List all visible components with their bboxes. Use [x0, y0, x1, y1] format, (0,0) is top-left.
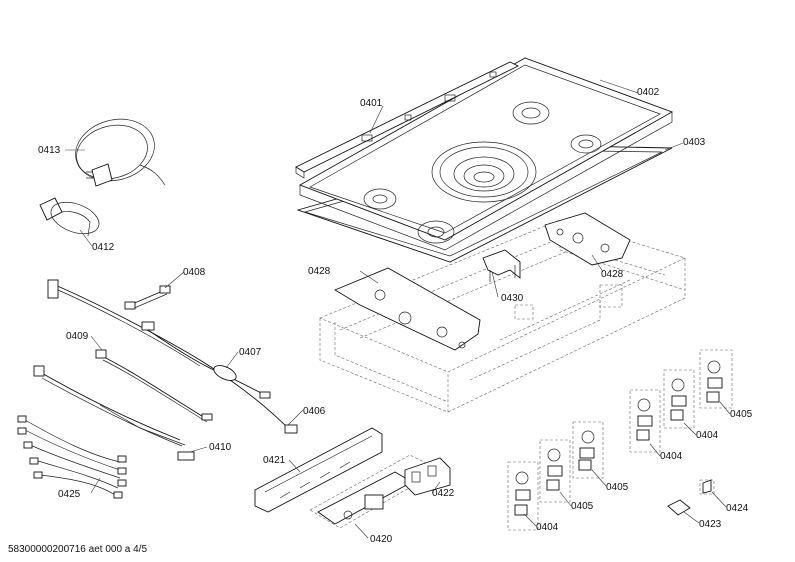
label-0421: 0421	[263, 455, 286, 466]
bracket-0428-left	[334, 267, 481, 351]
label-0405-b: 0405	[606, 482, 629, 493]
label-0405-a: 0405	[571, 501, 594, 512]
label-0403: 0403	[683, 137, 706, 148]
label-0420: 0420	[370, 534, 393, 545]
clip-set-5	[663, 369, 695, 429]
harness-0407	[141, 321, 271, 399]
label-0428-left: 0428	[308, 266, 331, 277]
label-0401: 0401	[360, 98, 383, 109]
label-0404-b: 0404	[660, 451, 683, 462]
label-0412: 0412	[92, 242, 115, 253]
label-0422: 0422	[432, 488, 455, 499]
part-labels: 0401 0402 0403 0428 0428 0430 0413 0412 …	[38, 87, 753, 545]
label-0408: 0408	[183, 267, 206, 278]
leader-lines	[65, 79, 731, 539]
label-0413: 0413	[38, 145, 61, 156]
label-0404-c: 0404	[696, 430, 719, 441]
rear-trim-0401	[295, 61, 520, 179]
part-0423	[667, 499, 691, 516]
label-0424: 0424	[726, 503, 749, 514]
harness-0406	[47, 279, 298, 434]
power-cord-0413	[75, 118, 166, 187]
clip-set-6	[699, 349, 733, 409]
harness-0408	[124, 285, 171, 310]
connector-0422	[404, 457, 451, 496]
support-0430	[482, 249, 521, 282]
label-0405-c: 0405	[730, 409, 753, 420]
label-0423: 0423	[699, 519, 722, 530]
label-0402: 0402	[637, 87, 660, 98]
clip-set-4	[629, 389, 661, 453]
label-0406: 0406	[303, 406, 326, 417]
label-0428-right: 0428	[601, 269, 624, 280]
clip-set-2	[539, 439, 571, 503]
harness-0410	[33, 365, 195, 461]
harness-0409	[95, 349, 213, 423]
label-0425: 0425	[58, 489, 81, 500]
chassis-frame	[319, 219, 686, 413]
glass-top-0402	[298, 57, 674, 251]
clip-set-3	[572, 421, 604, 479]
drawing-reference-footer: 58300000200716 aet 000 a 4/5	[8, 544, 147, 555]
power-cord-0412	[39, 197, 100, 237]
label-0410: 0410	[209, 442, 232, 453]
label-0407: 0407	[239, 347, 262, 358]
label-0409: 0409	[66, 331, 89, 342]
harness-0425	[17, 415, 127, 499]
label-0404-a: 0404	[536, 522, 559, 533]
label-0430: 0430	[501, 293, 524, 304]
control-panel-0421	[254, 427, 383, 513]
bracket-0428-right	[544, 212, 631, 266]
clip-set-1	[507, 461, 539, 531]
part-0424	[699, 479, 715, 495]
